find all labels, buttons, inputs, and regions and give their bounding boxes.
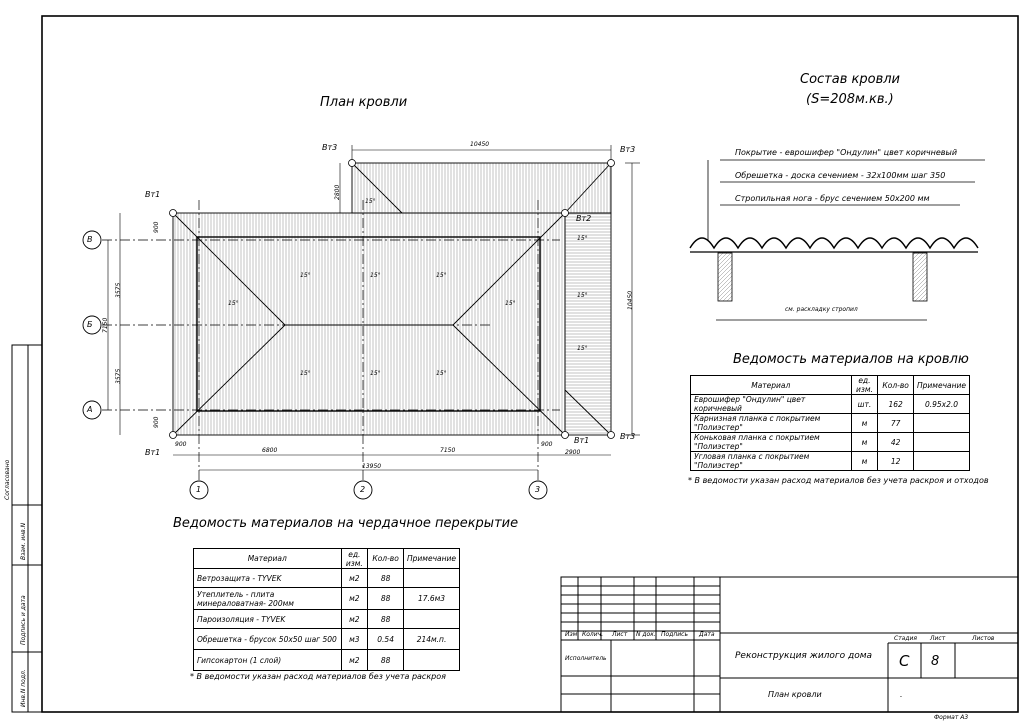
tb-sheet-label: Лист	[930, 635, 946, 642]
axis-v: В	[87, 235, 93, 244]
dim-bottom-b: 7150	[440, 447, 456, 454]
tb-project: Реконструкция жилого дома	[735, 651, 873, 661]
attic-materials-table: Материал ед. изм. Кол-во Примечание Ветр…	[193, 548, 460, 671]
dim-left-a: 3575	[115, 282, 122, 298]
slope-2: 15°	[300, 272, 311, 279]
tb-format: Формат А3	[934, 714, 969, 721]
roof-area: (S=208м.кв.)	[806, 92, 894, 107]
node-bt1-br: Вт1	[574, 436, 590, 445]
slope-7: 15°	[436, 370, 447, 377]
dim-ov-right: 900	[541, 441, 553, 448]
roof-right	[564, 212, 612, 436]
node-bt1-tl: Вт1	[145, 190, 161, 199]
axis-a: А	[87, 405, 93, 414]
dim-ov-bot: 900	[175, 441, 187, 448]
slope-5: 15°	[300, 370, 311, 377]
tb-dot: .	[900, 690, 903, 699]
roof-main	[172, 212, 566, 436]
attic-table-note: * В ведомости указан расход материалов б…	[190, 672, 446, 681]
tb-col-podpis: Подпись	[661, 631, 688, 638]
dim-ov-left: 900	[153, 416, 160, 428]
roof-plan-title: План кровли	[320, 95, 408, 110]
axis-2: 2	[360, 485, 366, 494]
slope-11: 15°	[577, 292, 588, 299]
roof-materials-title: Ведомость материалов на кровлю	[733, 352, 969, 367]
tb-stage-label: Стадия	[894, 635, 918, 642]
node-bt3-tl: Вт3	[322, 143, 338, 152]
tb-col-kolich: Колич.	[582, 631, 604, 638]
tb-executor: Исполнитель	[565, 655, 607, 662]
tb-col-data: Дата	[699, 631, 715, 638]
dim-bottom-total: 13950	[362, 463, 382, 470]
roof-composition-title: Состав кровли	[800, 72, 900, 87]
axis-3: 3	[535, 485, 541, 494]
rafter-note: см. раскладку стропил	[785, 306, 858, 313]
roof-table-note: * В ведомости указан расход материалов б…	[688, 476, 989, 485]
roof-upper	[351, 162, 612, 214]
layer-rafter: Стропильная нога - брус сечением 50х200 …	[735, 194, 930, 203]
tb-sheet: 8	[931, 654, 940, 669]
tb-col-ndok: N док.	[636, 631, 656, 638]
dim-left-b: 3575	[115, 368, 122, 384]
dim-left-total: 7150	[102, 317, 109, 333]
layer-cover: Покрытие - еврошифер "Ондулин" цвет кори…	[735, 148, 958, 157]
dim-ext: 2900	[565, 449, 581, 456]
tb-sheet-name: План кровли	[768, 690, 822, 699]
tb-stage: С	[899, 652, 910, 670]
dim-top: 10450	[470, 141, 490, 148]
slope-9: 15°	[365, 198, 376, 205]
roof-materials-table: Материал ед. изм. Кол-во Примечание Евро…	[690, 375, 970, 471]
slope-12: 15°	[577, 345, 588, 352]
dim-right: 10450	[627, 290, 634, 310]
slope-10: 15°	[577, 235, 588, 242]
axis-b: Б	[87, 320, 93, 329]
node-bt2: Вт2	[576, 214, 592, 223]
layer-batten: Обрешетка - доска сечением - 32х100мм ша…	[735, 171, 946, 180]
dim-ext-v: 2800	[334, 184, 341, 200]
dim-bottom-a: 6800	[262, 447, 278, 454]
slope-6: 15°	[370, 370, 381, 377]
slope-1: 15°	[228, 300, 239, 307]
node-bt3-br: Вт3	[620, 432, 636, 441]
attic-materials-title: Ведомость материалов на чердачное перекр…	[173, 516, 519, 531]
node-bt1-bl: Вт1	[145, 448, 161, 457]
dim-ov-top: 900	[153, 221, 160, 233]
slope-3: 15°	[370, 272, 381, 279]
slope-4: 15°	[436, 272, 447, 279]
node-bt3-tr: Вт3	[620, 145, 636, 154]
tb-sheets-label: Листов	[972, 635, 995, 642]
tb-col-izm: Изм.	[565, 631, 580, 638]
tb-col-list: Лист	[612, 631, 628, 638]
axis-1: 1	[196, 485, 202, 494]
slope-8: 15°	[505, 300, 516, 307]
